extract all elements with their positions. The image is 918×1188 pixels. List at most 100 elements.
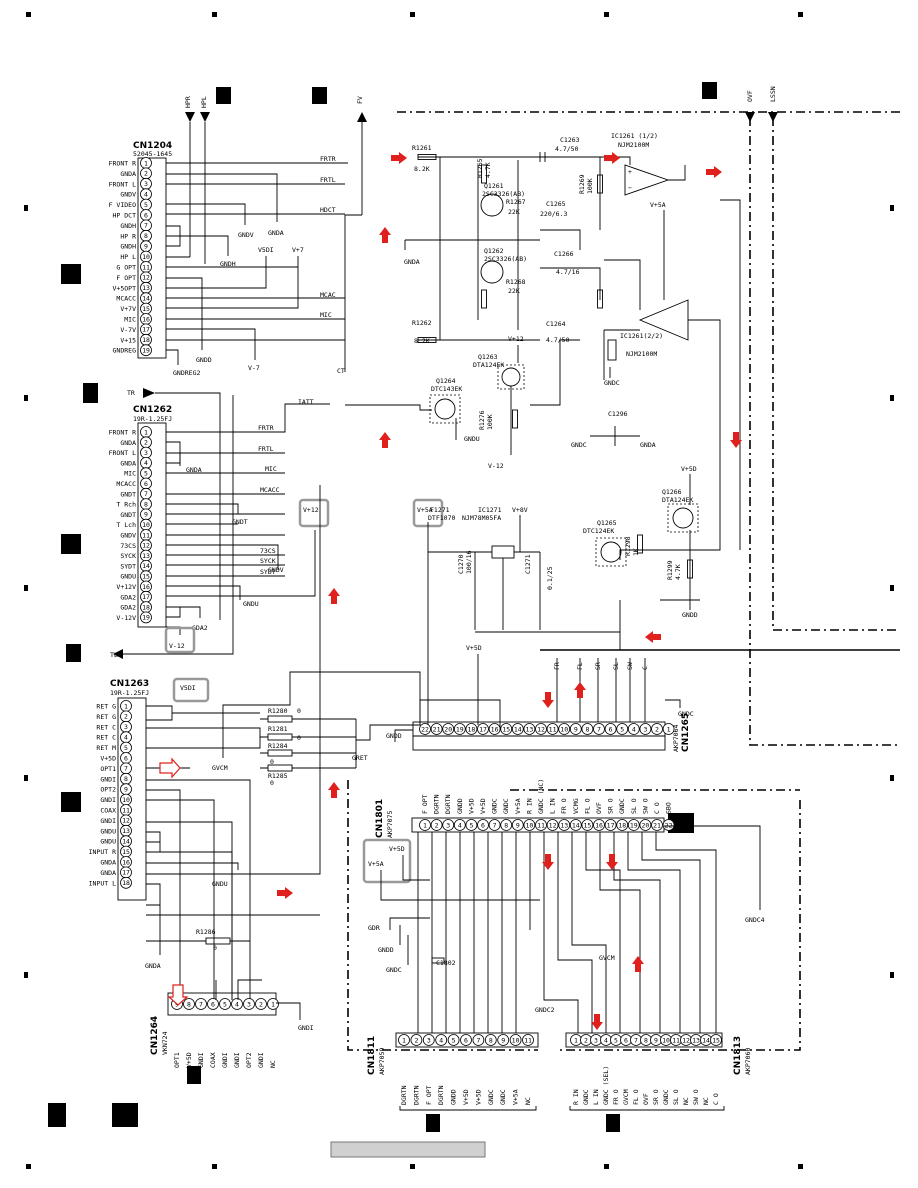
cn1264-pins-pinnum-2: 2 — [259, 1000, 263, 1008]
cn1262-pins-label-9: GNDT — [120, 511, 136, 519]
transistor-q1262: Q1262 2SC3326(AB) — [480, 247, 527, 284]
net-frtl: FRTL — [320, 176, 336, 184]
cn1801-labels-name-18: SL O — [630, 798, 638, 814]
cn1265-part: AKP7064 — [672, 725, 680, 752]
cn1811-pins-name-5: V+5D — [462, 1089, 470, 1105]
cn1263-pins-pinnum-6: 6 — [124, 754, 128, 762]
cn1813-pins-name-0: R IN — [572, 1089, 580, 1105]
cn1813-pins-pinnum-1: 1 — [574, 1036, 578, 1044]
cn1263-pins-label-1: RET G — [96, 703, 116, 711]
signal-arrow-6 — [328, 588, 340, 604]
gnda-label-2: GNDA — [186, 466, 202, 474]
gdr-label: GDR — [368, 924, 380, 932]
flag-hpl: HPL — [200, 96, 208, 108]
cn1811-pins-pinnum-11: 11 — [524, 1036, 532, 1044]
cn1263-pins-label-12: GNDI — [100, 817, 116, 825]
resistor-body-4 — [597, 174, 603, 194]
cn1262-part: 19R-1.25FJ — [133, 415, 172, 423]
cn1801-pins-pin-21 — [651, 819, 663, 831]
signal-arrow-7 — [645, 631, 661, 643]
cn1265-pins-pinnum-1: 1 — [667, 725, 671, 733]
cn1262-pins-pinnum-12: 12 — [142, 542, 150, 550]
net-frtr: FRTR — [320, 155, 336, 163]
signal-arrow-1 — [604, 152, 620, 164]
cn1813-pins-pinnum-2: 2 — [584, 1036, 588, 1044]
cn1801-pins-pin-8 — [500, 819, 513, 831]
cn1262-pins-pinnum-11: 11 — [142, 531, 150, 539]
cn1813-pins-name-4: FR O — [612, 1089, 620, 1105]
svg-text:+: + — [628, 168, 632, 176]
analog-wiring: GNDA IATT V+12 V-12 GNDC GNDA C1296 — [298, 156, 741, 650]
cn1811-ref: CN1811 — [367, 1036, 377, 1075]
resistor-body-3 — [481, 289, 487, 309]
cn1811-pins-name-6: V+5D — [474, 1089, 482, 1105]
cn1801-pins-pinnum-15: 15 — [583, 821, 591, 829]
component-label-0: R1261 — [412, 144, 432, 152]
cn1263-pins-label-11: COAX — [100, 807, 116, 815]
cn1265-pins-pinnum-14: 14 — [514, 725, 522, 733]
cn1204-pins-label-16: MIC — [124, 316, 136, 324]
cn1204-part: 52045-1645 — [133, 150, 172, 158]
cn1265-pins-pinnum-17: 17 — [479, 725, 487, 733]
output-fl: FL — [576, 662, 584, 670]
cn1801-labels-name-0: F OPT — [421, 794, 429, 814]
cn1263-pins-pinnum-18: 18 — [122, 879, 130, 887]
cn1263-nets: V5DI GNDU GNDA R1286 0 GVCM — [145, 485, 421, 1000]
cn1204-pins-pinnum-2: 2 — [144, 170, 148, 178]
cn1263-pins-label-6: V+5D — [100, 755, 116, 763]
cn1801-pins-pin-15 — [581, 819, 594, 831]
v5a-label-2: V+5A — [650, 201, 666, 209]
cn1204-pins-pinnum-5: 5 — [144, 201, 148, 209]
component-label-13: 100K — [486, 414, 494, 430]
signal-arrow-12 — [606, 854, 618, 870]
gndv-label-2: GNDV — [268, 566, 284, 574]
cn1262-pins-label-17: GDA2 — [120, 593, 136, 601]
gndc-label-4: GNDC — [571, 441, 587, 449]
cn1204-pins-pinnum-13: 13 — [142, 284, 150, 292]
cn1801-pins-pin-6 — [477, 819, 489, 831]
cn1262-pins-label-1: FRONT R — [109, 429, 136, 437]
component-label-14: R1298 — [624, 536, 632, 556]
cn1801-labels-name-14: FL O — [583, 798, 591, 814]
component-label-4: R1265 — [476, 158, 484, 178]
cn1262-pins-pinnum-4: 4 — [144, 459, 148, 467]
signal-arrow-0 — [391, 152, 407, 164]
cn1265-pins-pinnum-16: 16 — [491, 725, 499, 733]
cn1801-pins-pin-22 — [662, 819, 675, 831]
ic1271-ref: IC1271 — [478, 506, 502, 514]
cn1813-pins-pinnum-12: 12 — [682, 1036, 690, 1044]
cn1813-pins-name-3: GNDC (SEL) — [602, 1066, 610, 1105]
cn1204-pins-pinnum-11: 11 — [142, 263, 150, 271]
cn1801-pins-pinnum-10: 10 — [525, 821, 533, 829]
component-label-12: R1276 — [478, 410, 486, 430]
cn1801-pins-pin-7 — [488, 819, 501, 831]
cn1263-pins-pinnum-1: 1 — [124, 702, 128, 710]
q1265-part: DTC124EK — [583, 527, 614, 535]
cn1801-pins-pinnum-4: 4 — [458, 821, 462, 829]
cn1265-pins-pinnum-6: 6 — [609, 725, 613, 733]
cn1262-pins-label-11: GNDV — [120, 532, 136, 540]
cn1263-pins-label-15: INPUT R — [89, 848, 116, 856]
cn1801-labels-name-6: GNDC — [491, 798, 499, 814]
c1270-value: 100/16 — [465, 550, 473, 574]
gnda-label: GNDA — [268, 229, 284, 237]
cn1811-pins-pin-7 — [472, 1034, 485, 1046]
cn1801-pins-pin-13 — [558, 819, 571, 831]
c1271-value: 0.1/25 — [546, 566, 554, 590]
cn1204-pins-pinnum-1: 1 — [144, 159, 148, 167]
cn1264-pins-name-7: GNDI — [257, 1052, 265, 1068]
v5d-label-2: V+5D — [681, 465, 697, 473]
c1263-value: 4.7/50 — [555, 145, 579, 153]
cn1801-pins-pin-20 — [639, 819, 652, 831]
cn1204-pins-label-1: FRONT R — [109, 160, 136, 168]
cn1801-pins-pinnum-20: 20 — [641, 821, 649, 829]
cn1811-pins-pin-1 — [398, 1034, 410, 1046]
cn1263-pins-label-3: RET C — [96, 723, 116, 731]
cn1204-pins-label-10: HP L — [120, 253, 136, 261]
component-label-3: 8.2K — [414, 337, 430, 345]
cn1813-pins-pinnum-4: 4 — [604, 1036, 608, 1044]
cn1262-pins-pinnum-15: 15 — [142, 573, 150, 581]
c1271-ref: C1271 — [524, 554, 532, 574]
cn1262-pins-pinnum-19: 19 — [142, 614, 150, 622]
